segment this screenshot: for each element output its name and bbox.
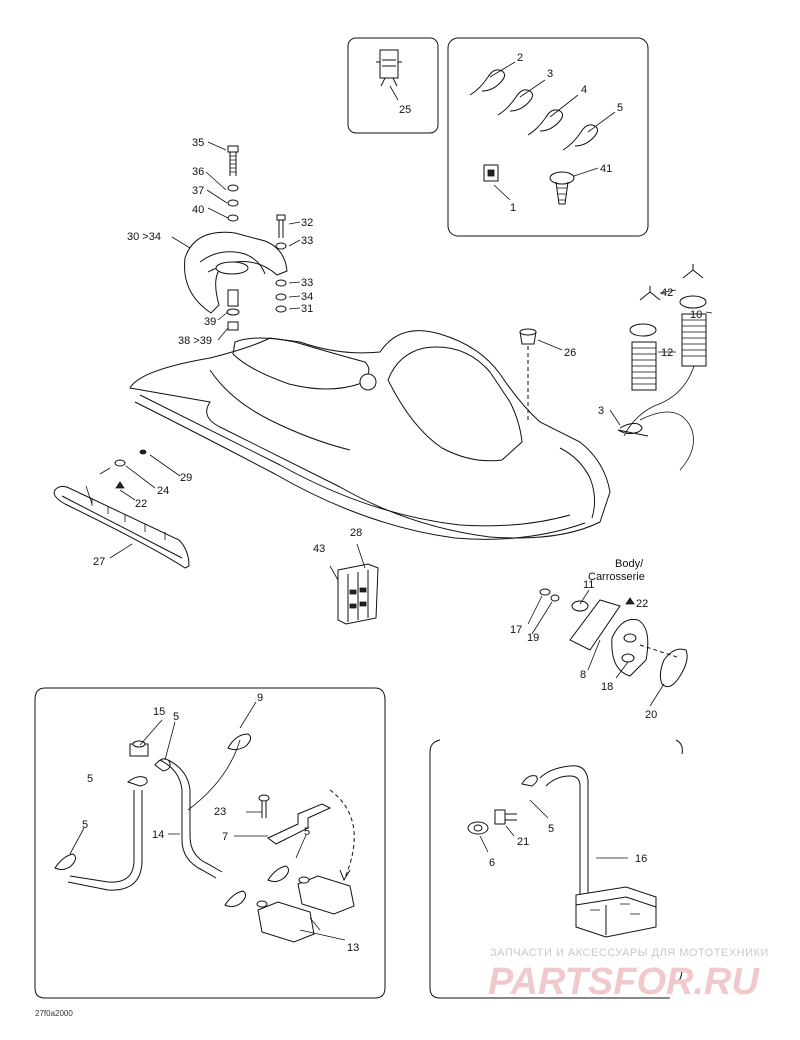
callout-3-lower: 3 [598,405,604,417]
callout-5-lower-left: 5 [82,819,88,831]
callout-5-hose-top: 5 [173,711,179,723]
callout-11: 11 [583,579,594,591]
callout-25: 25 [399,104,411,116]
callout-9: 9 [257,692,263,704]
hose-16 [539,765,589,902]
fasteners-22-24-29 [114,449,147,489]
callout-39: 39 [204,316,216,328]
callout-22-rail: 22 [135,498,147,510]
separator-block [575,886,657,938]
steering-handle-assembly [184,231,288,314]
grab-handle-assembly [539,588,688,688]
callout-17: 17 [510,624,522,636]
part-3-clamp-lower [617,423,649,437]
callout-carrosserie: Carrosserie [588,571,645,583]
callout-30-34: 30 >34 [127,231,161,243]
part-25-clip [376,49,402,87]
callout-41: 41 [600,163,612,175]
callout-37: 37 [192,185,204,197]
callout-5-left: 5 [87,773,93,785]
bilge-pumps-13 [256,875,355,943]
callout-22-body: 22 [636,598,648,610]
callout-38-39: 38 >39 [178,335,212,347]
callout-5-upper: 5 [617,102,623,114]
callout-26: 26 [564,347,576,359]
callout-13: 13 [347,942,359,954]
callout-8: 8 [580,669,586,681]
callout-36: 36 [192,166,204,178]
watermark-tagline: ЗАПЧАСТИ И АКСЕССУАРЫ ДЛЯ МОТОТЕХНИКИ [490,947,769,959]
rub-rail-27 [53,485,190,569]
watermark-logo: PARTSFOR.RU [488,961,760,1003]
fittings-5-6-21 [467,775,538,835]
callout-40: 40 [192,204,204,216]
callout-43: 43 [313,543,325,555]
callout-31: 31 [301,303,313,315]
callout-33-lower: 33 [301,277,313,289]
inset-frame-clamps [447,37,649,237]
callout-14: 14 [152,829,164,841]
part-26-cap [519,328,537,345]
bolt-stack-35-40 [226,145,240,331]
callout-32: 32 [301,217,313,229]
callout-16: 16 [635,853,647,865]
callout-21: 21 [517,836,529,848]
callout-6: 6 [489,857,495,869]
callout-34: 34 [301,291,313,303]
storage-rack-28-43 [337,563,379,625]
callout-10: 10 [690,309,702,321]
hull-body [129,330,611,540]
callout-3-upper: 3 [547,68,553,80]
part-1-nut [483,164,499,182]
callout-15: 15 [153,706,165,718]
bracket-7-23 [258,794,332,845]
clamp-parts [469,69,599,151]
bumper-assembly [623,264,707,437]
callout-2: 2 [517,52,523,64]
bilge-hoses [67,733,252,891]
callout-body: Body/ [615,558,644,570]
callout-4: 4 [581,84,587,96]
inset-frame-separator [429,739,670,999]
callout-29: 29 [180,472,192,484]
callout-7: 7 [222,831,228,843]
inset-frame-25 [347,37,439,134]
callout-18: 18 [601,681,613,693]
callout-5-separator: 5 [548,823,554,835]
callout-20: 20 [645,709,657,721]
callout-33-upper: 33 [301,235,313,247]
callout-27: 27 [93,556,105,568]
bilge-clamps [54,776,290,908]
callout-19: 19 [527,632,539,644]
callout-24: 24 [157,485,169,497]
part-41-screw [549,171,575,205]
drawing-code: 27f0a2000 [35,1009,73,1018]
callout-23: 23 [214,806,226,818]
callout-42: 42 [661,287,673,299]
callout-5-pump: 5 [304,826,310,838]
inset-frame-bilge [34,687,386,999]
callout-35: 35 [192,137,204,149]
bolt-stack-31-34 [275,214,287,313]
callout-1: 1 [510,202,516,214]
callout-28: 28 [350,527,362,539]
callout-12: 12 [661,347,673,359]
